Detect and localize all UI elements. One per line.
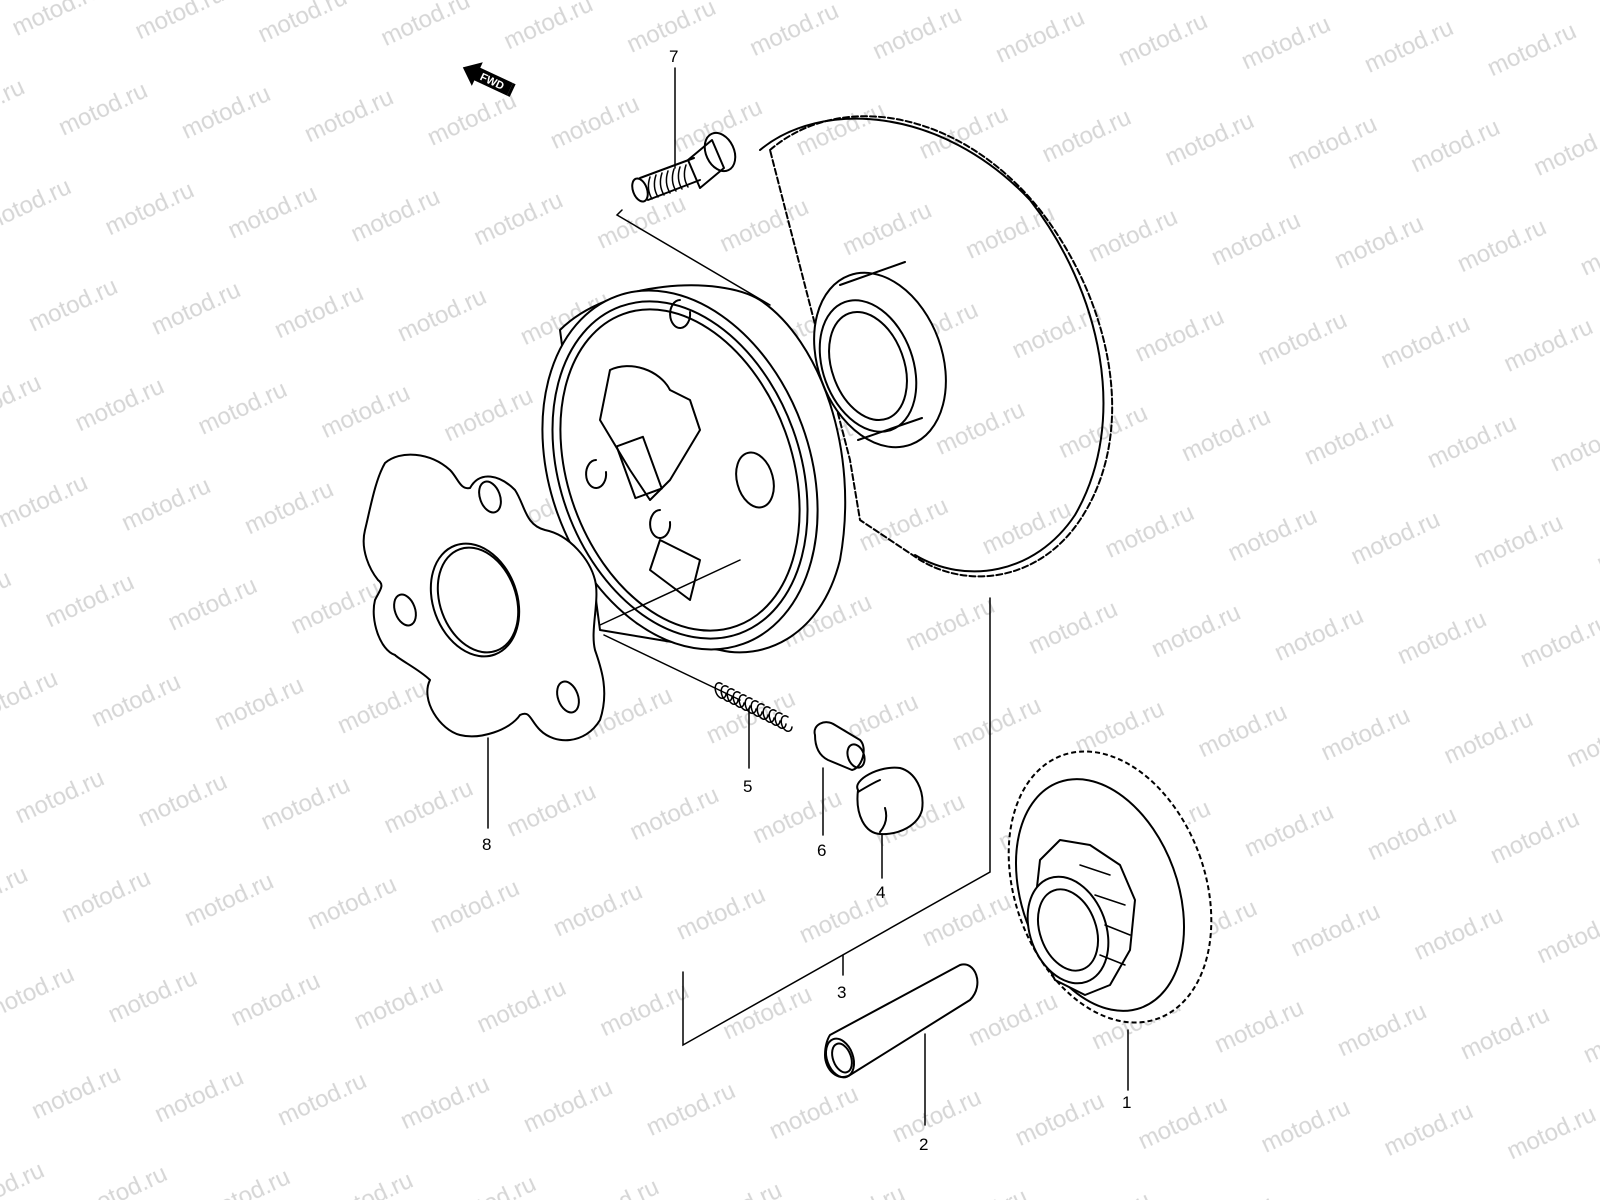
callout-3: 3 xyxy=(837,983,846,1002)
gear-part-1 xyxy=(1007,750,1213,1024)
spring-part-5 xyxy=(714,682,793,732)
bracket-line-3 xyxy=(682,597,991,1047)
callout-6: 6 xyxy=(817,841,826,860)
callout-1: 1 xyxy=(1122,1093,1131,1112)
callout-7: 7 xyxy=(669,47,678,66)
bracket-line-housing xyxy=(599,559,741,626)
bracket-line-spring xyxy=(603,634,741,701)
cap-part-6 xyxy=(813,721,866,771)
plate-part-8 xyxy=(362,453,606,742)
bracket-line-7 xyxy=(615,209,771,306)
callout-2: 2 xyxy=(919,1135,928,1154)
bolt-part-7 xyxy=(631,131,737,203)
shaft-part-2 xyxy=(824,963,979,1079)
callout-4: 4 xyxy=(876,883,885,902)
callout-8: 8 xyxy=(482,835,491,854)
large-ring-gear xyxy=(759,115,1114,578)
roller-part-4 xyxy=(856,766,924,836)
callout-5: 5 xyxy=(743,777,752,796)
clutch-housing xyxy=(541,284,847,654)
